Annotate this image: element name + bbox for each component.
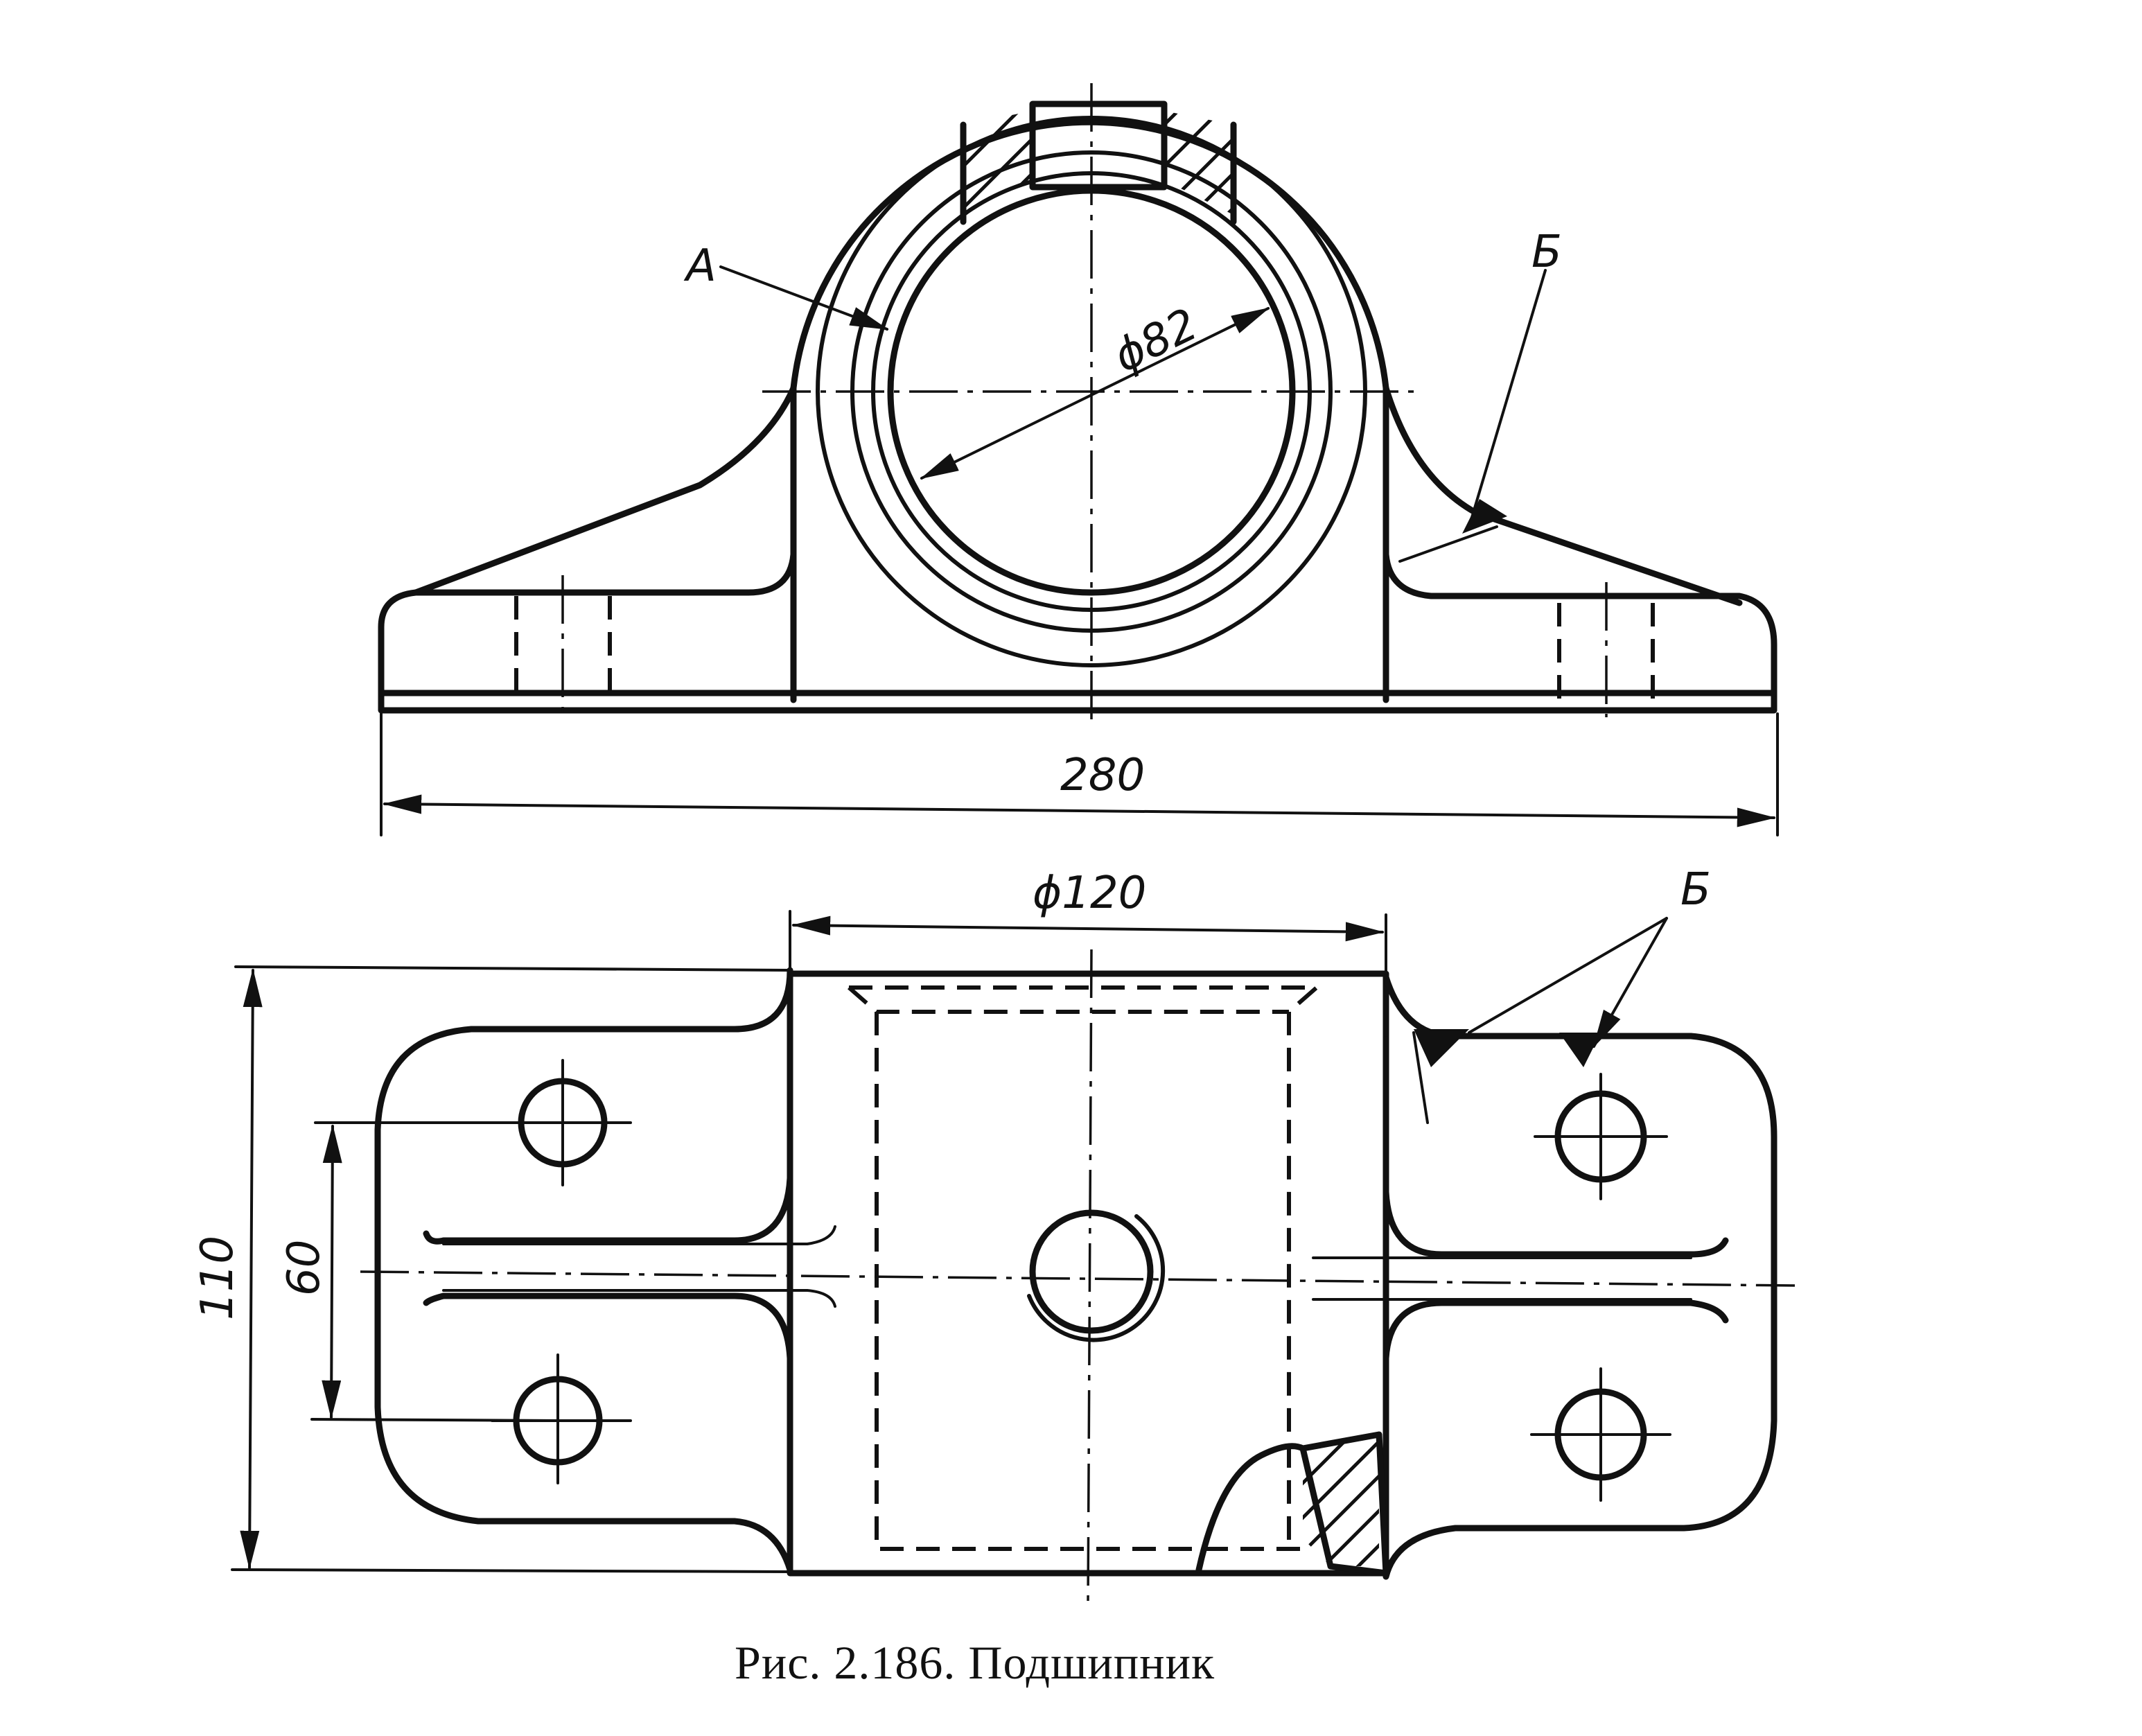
bolt-hole-bottom-left <box>491 1353 632 1484</box>
rib-right <box>1382 385 1743 606</box>
width-dimension-text: ϕ120 <box>1033 868 1146 919</box>
label-b-front: Б <box>1531 227 1562 278</box>
label-a: А <box>683 240 717 292</box>
spacing-dimension-text: 60 <box>279 1240 330 1296</box>
length-dimension-text: 280 <box>1060 750 1145 801</box>
front-view: ϕ82 А Б 280 <box>378 83 1779 836</box>
bolt-hole-right-hidden <box>1557 582 1655 717</box>
ext-line-60-bottom <box>310 1418 559 1422</box>
weld-leg-top <box>1412 1031 1429 1124</box>
section-outline <box>1299 1431 1389 1577</box>
figure-caption: Рис. 2.186. Подшипник <box>735 1636 1215 1689</box>
height-dimension-line <box>240 968 263 1570</box>
bore-dimension-line <box>920 307 1270 480</box>
length-dimension-line <box>383 794 1776 827</box>
left-slot-lower <box>442 1289 836 1308</box>
weld-symbol-front <box>1462 499 1507 534</box>
ext-line-110-top <box>234 965 791 972</box>
left-rib-lower <box>423 1292 793 1556</box>
ext-line-110-bottom <box>231 1568 791 1573</box>
bolt-hole-top-right <box>1534 1073 1668 1200</box>
width-dimension-line <box>791 915 1385 942</box>
bore-dimension-text: ϕ82 <box>1106 299 1206 383</box>
top-view: Б ϕ120 110 60 <box>192 864 1796 1605</box>
weld-line-front <box>1398 525 1498 563</box>
oil-hole-top <box>1029 1209 1154 1334</box>
hatch-left <box>963 111 1033 215</box>
weld-symbol-top-1 <box>1414 1029 1469 1067</box>
oil-hole-thread <box>1027 1214 1166 1342</box>
spacing-dimension-line <box>322 1124 342 1419</box>
left-slot-upper <box>442 1225 836 1245</box>
right-flange-outline <box>1382 974 1777 1580</box>
left-flange-outline <box>374 967 793 1573</box>
housing-outer <box>790 119 1389 392</box>
rib-left <box>412 385 797 596</box>
leader-a <box>719 265 889 331</box>
right-rib-upper <box>1382 1036 1729 1258</box>
top-vertical-centerline <box>1087 949 1093 1605</box>
weld-symbol-top-2 <box>1559 1033 1601 1067</box>
base-outline <box>378 385 1777 714</box>
top-horizontal-centerline <box>360 1270 1796 1287</box>
bolt-hole-left-hidden <box>514 575 612 714</box>
height-dimension-text: 110 <box>192 1236 243 1320</box>
left-rib-upper <box>423 1029 793 1245</box>
leader-b-top-1 <box>1468 917 1668 1034</box>
right-rib-lower <box>1382 1299 1729 1549</box>
label-b-top: Б <box>1680 864 1711 915</box>
section-break <box>1195 1443 1306 1573</box>
leader-b-top-2 <box>1592 917 1668 1049</box>
bolt-hole-bottom-right <box>1530 1367 1671 1502</box>
leader-b-front <box>1468 269 1547 528</box>
oil-hole <box>1029 100 1168 191</box>
